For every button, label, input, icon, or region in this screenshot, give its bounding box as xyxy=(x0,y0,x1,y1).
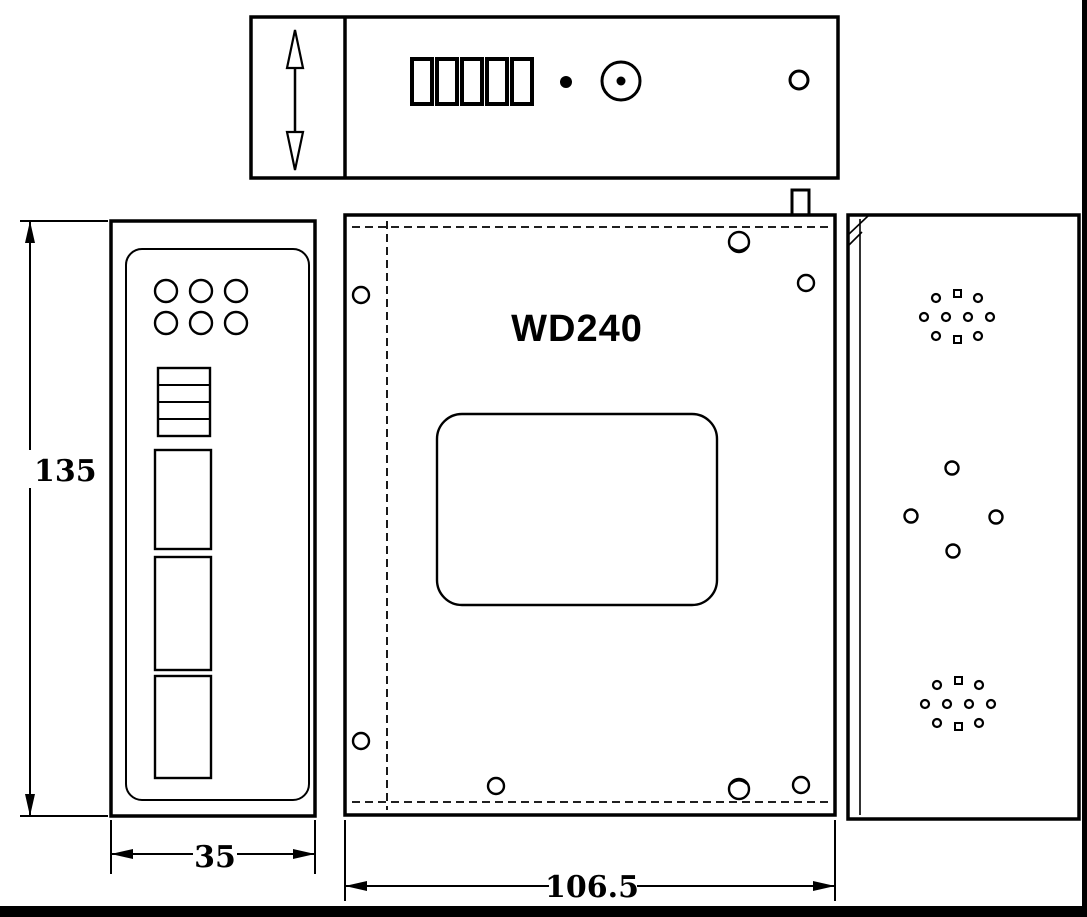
mounting-hole xyxy=(351,731,371,751)
mounting-hole xyxy=(903,508,919,524)
vent-hole xyxy=(918,311,930,323)
led-hole-icon xyxy=(188,310,214,336)
led-hole-icon xyxy=(153,310,179,336)
vent-square xyxy=(954,722,963,731)
mounting-hole xyxy=(944,460,960,476)
vent-hole xyxy=(941,698,953,710)
right-side-view xyxy=(846,213,1081,821)
vent-hole xyxy=(972,330,984,342)
left-view-outline xyxy=(109,219,317,818)
dimension-depth: 35 xyxy=(110,820,316,875)
mounting-hole xyxy=(796,273,816,293)
mounting-hole xyxy=(486,776,506,796)
dimension-text-bg xyxy=(549,868,637,902)
vent-hole xyxy=(930,292,942,304)
dimension-height: 135 xyxy=(20,220,108,817)
arrowhead-icon xyxy=(345,881,367,891)
vent-square xyxy=(953,289,962,298)
indicator-dot xyxy=(560,76,572,88)
vent-hole xyxy=(919,698,931,710)
led-hole-icon xyxy=(188,278,214,304)
vent-hole xyxy=(940,311,952,323)
height-dimension-label: 135 xyxy=(34,454,97,489)
top-small-hole xyxy=(788,69,810,91)
led-hole-icon xyxy=(223,310,249,336)
vent-hole xyxy=(962,311,974,323)
port-slot xyxy=(153,448,213,551)
vent-pattern-top xyxy=(918,289,996,344)
fold-lines xyxy=(352,221,828,810)
vent-hole xyxy=(973,717,985,729)
vent-hole xyxy=(984,311,996,323)
led-hole-icon xyxy=(223,278,249,304)
mounting-hole xyxy=(791,775,811,795)
arrowhead-icon xyxy=(813,881,835,891)
left-view-panel xyxy=(125,248,310,801)
vent-hole xyxy=(963,698,975,710)
arrowhead-icon xyxy=(25,794,35,816)
vent-square xyxy=(953,335,962,344)
dimension-width: 106.5 xyxy=(344,820,836,905)
vent-hole xyxy=(930,330,942,342)
dimension-text-bg xyxy=(26,450,94,488)
vent-hole xyxy=(973,679,985,691)
vent-hole xyxy=(972,292,984,304)
vent-square xyxy=(954,676,963,685)
terminal-pin xyxy=(410,57,434,106)
led-hole-icon xyxy=(153,278,179,304)
dimension-text-bg xyxy=(193,838,237,872)
left-side-view xyxy=(109,219,317,818)
arrowhead-icon xyxy=(25,221,35,243)
center-hole-pattern xyxy=(903,460,1004,559)
antenna-connector xyxy=(600,60,642,102)
arrowhead-icon xyxy=(111,849,133,859)
led-indicator-grid xyxy=(153,278,249,336)
terminal-pin xyxy=(435,57,459,106)
mounting-hole xyxy=(351,285,371,305)
top-view xyxy=(249,15,840,180)
arrowhead-icon xyxy=(293,849,315,859)
depth-dimension-label: 35 xyxy=(194,840,236,875)
port-slot xyxy=(153,674,213,780)
corner-hatch xyxy=(848,215,869,246)
border-right xyxy=(1082,0,1087,917)
vent-hole xyxy=(985,698,997,710)
height-arrow-icon xyxy=(285,29,305,171)
top-view-outline xyxy=(249,15,840,180)
keyhole-slot xyxy=(727,230,751,254)
vent-pattern-bottom xyxy=(919,676,997,731)
label-area xyxy=(435,412,719,607)
border-bottom xyxy=(0,906,1087,917)
model-label: WD240 xyxy=(511,308,643,350)
vent-hole xyxy=(931,679,943,691)
mounting-hole xyxy=(945,543,961,559)
mounting-hole xyxy=(988,509,1004,525)
vent-hole xyxy=(931,717,943,729)
front-view: WD240 xyxy=(343,188,837,817)
terminal-pin xyxy=(485,57,509,106)
connector-block xyxy=(156,366,212,438)
right-view-outline xyxy=(846,213,1081,821)
terminal-pin xyxy=(460,57,484,106)
mounting-holes xyxy=(351,230,816,801)
port-slot xyxy=(153,555,213,672)
terminal-pin xyxy=(510,57,534,106)
keyhole-slot xyxy=(727,777,751,801)
terminal-block xyxy=(410,57,534,106)
width-dimension-label: 106.5 xyxy=(545,870,639,905)
front-view-outline xyxy=(343,213,837,817)
